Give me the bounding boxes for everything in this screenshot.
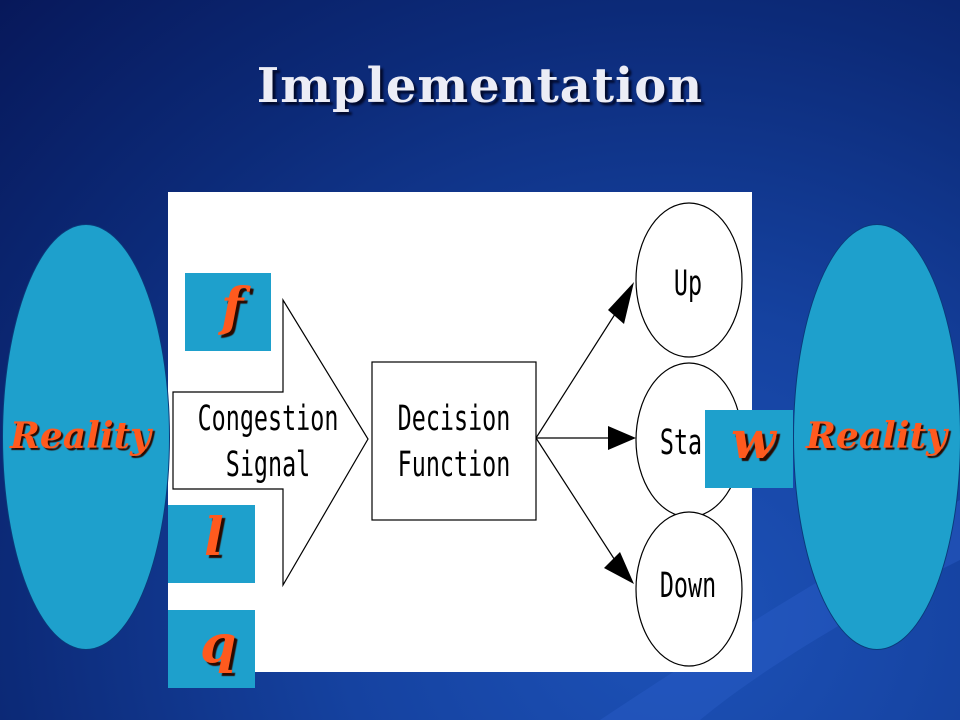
decision-function-box [371,361,537,521]
variable-w-tile: w [705,410,793,488]
variable-l-tile: l [168,505,255,583]
stay-label: Sta [660,422,702,462]
variable-q-label: q [200,614,237,675]
up-label: Up [674,263,702,303]
left-reality-label: Reality [10,415,152,457]
up-circle [635,202,743,358]
decision-function-label-line1: Decision [398,398,511,438]
variable-l-label: l [204,507,224,568]
down-label: Down [660,565,716,605]
congestion-signal-label-line1: Congestion [198,398,339,438]
right-reality-ellipse [793,224,960,650]
slide-title: Implementation [256,58,704,114]
left-reality-ellipse [2,224,170,650]
congestion-signal-arrow [172,297,369,588]
variable-f-label: f [221,277,244,338]
variable-w-label: w [731,410,776,471]
congestion-signal-label-line2: Signal [226,444,311,484]
arrow-to-up [535,299,625,439]
variable-f-tile: f [185,273,271,351]
variable-q-tile: q [168,610,255,688]
decision-function-label-line2: Function [398,444,511,484]
down-circle [635,511,743,667]
right-reality-label: Reality [806,415,948,457]
flow-diagram: Congestion Signal Decision Function Up S… [168,192,752,672]
arrow-to-down [535,437,621,569]
